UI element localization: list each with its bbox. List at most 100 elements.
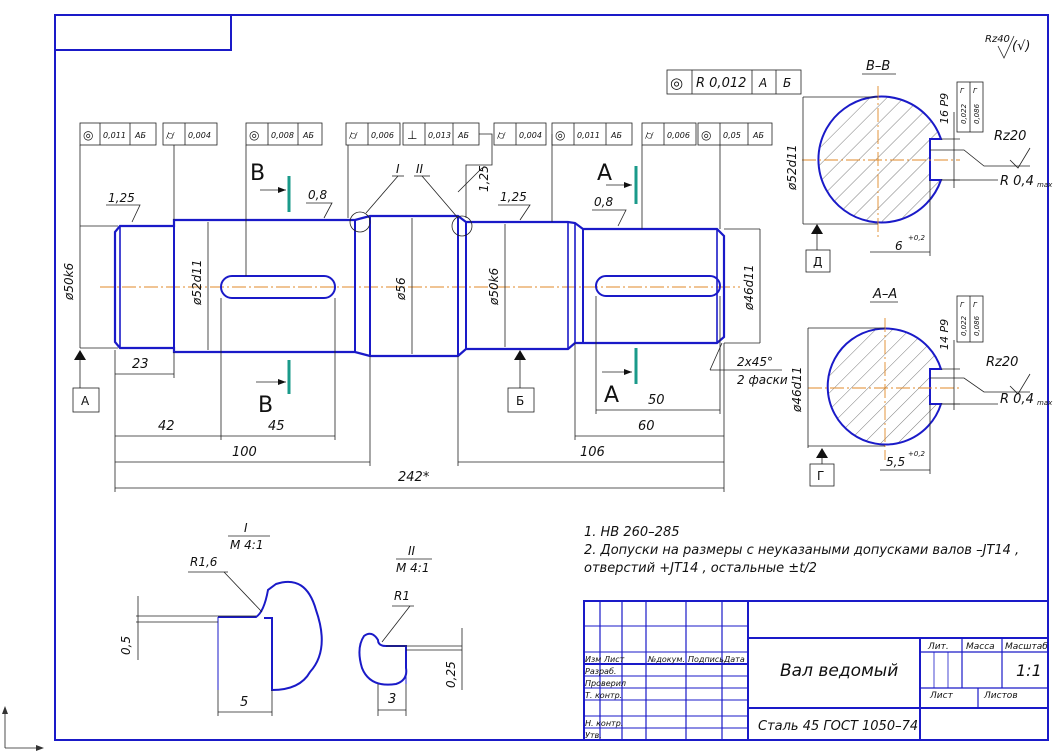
tol-datum: АБ bbox=[302, 131, 314, 140]
concentricity-icon: ◎ bbox=[83, 128, 93, 142]
section-mark-a-top: А bbox=[597, 161, 612, 186]
concentricity-icon: ◎ bbox=[670, 74, 683, 92]
section-aa: А–А ø46d11 Г 14 Р9 0,022 0,086 Г Г Rz20 … bbox=[790, 287, 1053, 487]
row-prover: Проверил bbox=[585, 679, 626, 688]
row-nkontr: Н. контр. bbox=[585, 719, 623, 728]
dim-106: 106 bbox=[580, 445, 605, 460]
section-vv-tol-b: 0,086 bbox=[973, 103, 981, 124]
note-line-2: 2. Допуски на размеры с неуказаными допу… bbox=[584, 543, 1019, 558]
cylindricity-icon: ⌭ bbox=[166, 128, 175, 142]
col-doc: №докум. bbox=[647, 655, 685, 664]
technical-notes: 1. НВ 260–285 2. Допуски на размеры с не… bbox=[584, 525, 1019, 576]
dim-60: 60 bbox=[638, 419, 655, 434]
diameter-d3: ø56 bbox=[394, 277, 408, 301]
section-aa-tol-b: 0,086 bbox=[973, 315, 981, 336]
section-vv-roughness: Rz20 bbox=[994, 129, 1026, 144]
detail-mark-II: II bbox=[416, 162, 424, 176]
tol-frame-6: ⌭ 0,004 bbox=[493, 122, 553, 222]
tol-datum: АБ bbox=[457, 131, 469, 140]
roughness-general-label: Rz40 bbox=[985, 34, 1010, 45]
section-aa-title: А–А bbox=[872, 287, 897, 302]
tol-value: 0,013 bbox=[428, 131, 451, 140]
tol-frame-3: ◎ 0,008 АБ bbox=[245, 122, 323, 276]
section-markers: В В А А bbox=[250, 161, 638, 418]
note-line-3: отверстий +JT14 , остальные ±t/2 bbox=[584, 561, 817, 576]
tol-datum: АБ bbox=[752, 131, 764, 140]
row-razrab: Разраб. bbox=[585, 667, 616, 676]
runout-value: R 0,012 bbox=[696, 76, 746, 91]
concentricity-icon: ◎ bbox=[701, 128, 711, 142]
tol-frame-4: ⌭ 0,006 bbox=[345, 122, 401, 218]
tol-frame-7: ◎ 0,011 АБ bbox=[551, 122, 633, 146]
section-mark-b-bottom: В bbox=[258, 393, 273, 418]
detail-II-mark: II bbox=[408, 544, 416, 558]
part-material: Сталь 45 ГОСТ 1050–74 bbox=[758, 719, 918, 734]
section-vv-radius: R 0,4 bbox=[1000, 174, 1034, 189]
lit-label: Лит. bbox=[927, 642, 949, 652]
tol-value: 0,004 bbox=[188, 131, 211, 140]
section-vv-title: В–В bbox=[866, 59, 890, 74]
tol-frame-8: ⌭ 0,006 bbox=[641, 122, 697, 229]
tol-value: 0,011 bbox=[577, 131, 600, 140]
concentricity-icon: ◎ bbox=[249, 128, 259, 142]
dim-242: 242* bbox=[398, 470, 430, 485]
chamfer-note: 2х45° 2 фаски bbox=[709, 342, 788, 387]
detail-mark-I: I bbox=[396, 162, 400, 176]
section-aa-keyway-width: 14 Р9 bbox=[938, 319, 951, 350]
section-mark-b-top: В bbox=[250, 161, 265, 186]
roughness-r3: 1,25 bbox=[500, 190, 527, 204]
detail-marks: I II bbox=[365, 162, 459, 219]
section-aa-tol-a: 0,022 bbox=[960, 315, 968, 336]
section-aa-tol-b-datum: Г bbox=[973, 301, 978, 309]
keyway-1 bbox=[220, 275, 336, 299]
detail-I-height: 0,5 bbox=[119, 636, 133, 655]
tol-datum: АБ bbox=[610, 131, 622, 140]
tol-value: 0,05 bbox=[723, 131, 741, 140]
dim-100: 100 bbox=[232, 445, 257, 460]
roughness-symbol: (√) bbox=[1012, 39, 1030, 54]
section-vv-tol-b-datum: Г bbox=[973, 87, 978, 95]
datum-a: А bbox=[72, 350, 100, 413]
row-utv: Утв. bbox=[585, 731, 602, 740]
scale-label: Масштаб bbox=[1005, 642, 1048, 652]
sheet-frame bbox=[54, 14, 1049, 741]
tol-value: 0,004 bbox=[519, 131, 542, 140]
shaft-diameters: ø50k6 ø52d11 ø56 ø50k6 ø46d11 bbox=[62, 210, 761, 354]
datum-a-label: А bbox=[81, 394, 90, 408]
detail-II-height: 0,25 bbox=[444, 661, 458, 688]
section-mark-a-bottom: А bbox=[604, 383, 619, 408]
tol-frame-2: ⌭ 0,004 bbox=[162, 122, 218, 220]
diameter-d5: ø46d11 bbox=[742, 265, 756, 312]
section-vv-tol-a-datum: Г bbox=[960, 87, 965, 95]
datum-b: Б bbox=[507, 350, 535, 413]
detail-I-radius: R1,6 bbox=[190, 555, 218, 569]
section-aa-diameter: ø46d11 bbox=[790, 367, 804, 414]
section-vv-depth-tol: +0,2 bbox=[908, 234, 926, 242]
section-aa-radius-sub: max bbox=[1037, 399, 1053, 407]
sheet-label: Лист bbox=[929, 691, 954, 701]
general-roughness: Rz40 (√) bbox=[985, 34, 1030, 59]
chamfer-value: 2х45° bbox=[737, 355, 773, 369]
col-sign: Подпись bbox=[688, 655, 724, 664]
sheets-label: Листов bbox=[983, 691, 1018, 701]
datum-g-label: Г bbox=[817, 469, 824, 483]
dim-42: 42 bbox=[158, 419, 175, 434]
detail-I-width: 5 bbox=[240, 695, 248, 710]
diameter-d1: ø50k6 bbox=[62, 262, 76, 301]
section-vv-keyway-width: 16 Р9 bbox=[938, 93, 951, 124]
section-vv: В–В ø52d11 Д 16 Р9 0,022 0,086 Г Г Rz20 … bbox=[785, 59, 1053, 273]
section-aa-depth-tol: +0,2 bbox=[908, 450, 926, 458]
note-line-1: 1. НВ 260–285 bbox=[584, 525, 680, 540]
keyway-2 bbox=[595, 275, 721, 297]
title-block: Изм Лист №докум. Подпись Дата Разраб. Пр… bbox=[583, 600, 1049, 741]
col-date: Дата bbox=[723, 655, 745, 664]
diameter-d4: ø50k6 bbox=[487, 267, 501, 306]
mass-label: Масса bbox=[966, 642, 995, 652]
roughness-r2: 0,8 bbox=[308, 188, 327, 202]
tol-frame-9: ◎ 0,05 АБ bbox=[697, 122, 773, 229]
tol-value: 0,006 bbox=[371, 131, 394, 140]
scale-value: 1:1 bbox=[1016, 661, 1042, 680]
detail-I-scale: М 4:1 bbox=[230, 538, 263, 552]
col-list: Лист bbox=[603, 655, 625, 664]
